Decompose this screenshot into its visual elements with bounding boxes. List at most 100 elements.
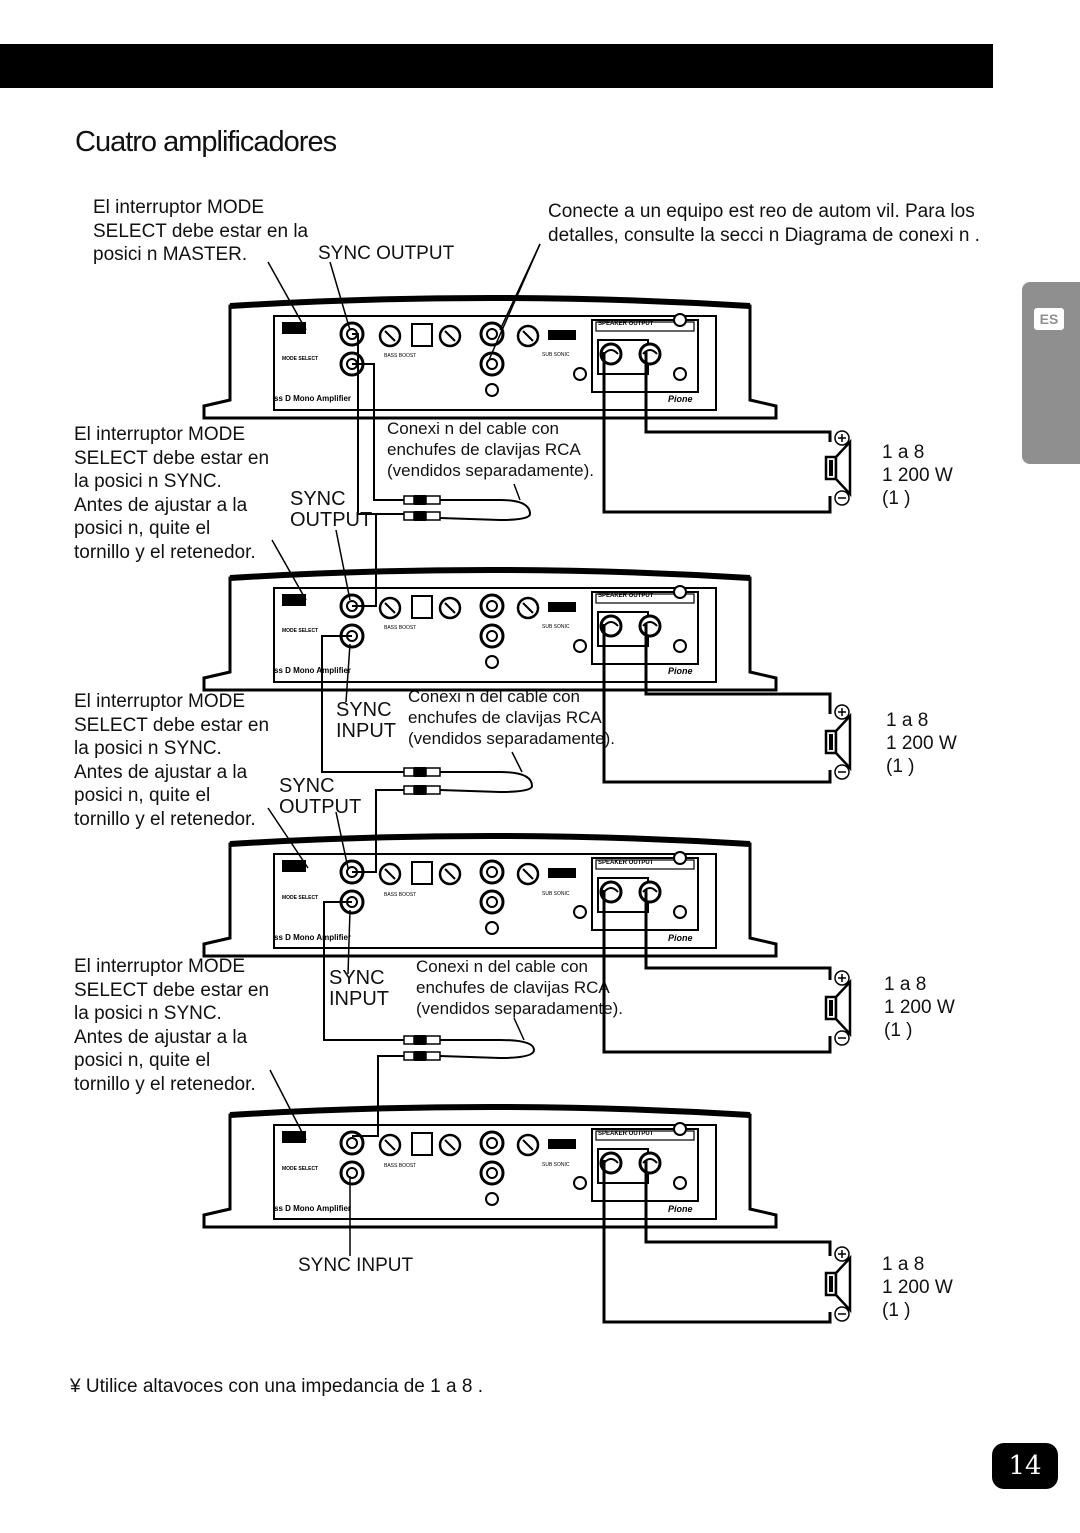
sync-mode-note-3: El interruptor MODE SELECT debe estar en… — [74, 955, 269, 1096]
page-number: 14 — [992, 1443, 1058, 1489]
language-tab-label: ES — [1034, 308, 1064, 330]
amplifier-2: ss D Mono Amplifier Pione SPEAKER OUTPUT… — [204, 570, 776, 690]
spec-line: (1 ) — [886, 756, 915, 777]
rca-cable-note-2: Conexi n del cable con enchufes de clavi… — [408, 686, 615, 749]
label-line: OUTPUT — [290, 509, 373, 531]
amp-brand-label: Pione — [668, 394, 693, 404]
label-line: OUTPUT — [279, 796, 362, 818]
sync-output-label-1: SYNC OUTPUT — [290, 489, 372, 531]
spec-line: 1 a 8 — [882, 442, 925, 463]
note-line: detalles, consulte la secci n Diagrama d… — [548, 224, 980, 246]
callout-lines — [267, 243, 541, 1256]
note-line: Antes de ajustar a la — [74, 761, 248, 783]
spec-line: 1 200 W — [882, 1277, 953, 1298]
note-line: (vendidos separadamente). — [416, 999, 623, 1018]
speaker-spec-1: 1 a 8 1 200 W (1 ) — [882, 441, 953, 510]
amplifier-1: ss D Mono Amplifier Pione SPEAKER OUTPUT… — [204, 298, 776, 418]
language-tab: ES — [1022, 282, 1080, 464]
note-line: El interruptor MODE — [74, 956, 246, 977]
amp-brand-label: Pione — [668, 1204, 693, 1214]
note-line: la posici n SYNC. — [74, 1003, 222, 1024]
spec-line: 1 200 W — [884, 997, 955, 1018]
header-bar — [0, 44, 993, 88]
sync-output-label-top: SYNC OUTPUT — [318, 243, 455, 264]
note-line: posici n, quite el — [74, 1050, 211, 1071]
amp-model-label: ss D Mono Amplifier — [274, 394, 351, 403]
rca-cable-note-3: Conexi n del cable con enchufes de clavi… — [416, 956, 623, 1019]
note-line: la posici n SYNC. — [74, 738, 222, 759]
note-line: posici n MASTER. — [93, 244, 248, 265]
sync-mode-note-1: El interruptor MODE SELECT debe estar en… — [74, 423, 269, 564]
amp-mode-select-label: MODE SELECT — [282, 895, 318, 901]
note-line: enchufes de clavijas RCA — [416, 978, 610, 997]
footnote: ¥ Utilice altavoces con una impedancia d… — [70, 1376, 483, 1397]
amp-speaker-output-label: SPEAKER OUTPUT — [598, 860, 654, 866]
note-line: Conexi n del cable con — [408, 687, 581, 706]
amp-bass-boost-label: BASS BOOST — [384, 892, 416, 898]
note-line: tornillo y el retenedor. — [74, 1073, 256, 1095]
spec-line: (1 ) — [882, 1300, 911, 1321]
amp-brand-label: Pione — [668, 933, 693, 943]
amp-speaker-output-label: SPEAKER OUTPUT — [598, 321, 654, 327]
note-line: (vendidos separadamente). — [408, 729, 615, 748]
note-line: Conecte a un equipo est reo de autom vil… — [548, 201, 975, 222]
note-line: posici n, quite el — [74, 518, 211, 539]
speaker-spec-2: 1 a 8 1 200 W (1 ) — [886, 709, 957, 778]
spec-line: (1 ) — [882, 488, 911, 509]
amp-mode-select-label: MODE SELECT — [282, 628, 318, 634]
label-line: SYNC — [336, 699, 392, 721]
speaker-wires — [602, 352, 832, 1324]
spec-line: (1 ) — [884, 1020, 913, 1041]
amp-model-label: ss D Mono Amplifier — [274, 1204, 351, 1213]
amp-bass-boost-label: BASS BOOST — [384, 1163, 416, 1169]
speaker-2 — [824, 703, 852, 781]
master-mode-note: El interruptor MODE SELECT debe estar en… — [93, 196, 308, 267]
note-line: Conexi n del cable con — [416, 957, 589, 976]
note-line: tornillo y el retenedor. — [74, 541, 256, 563]
note-line: SELECT debe estar en — [74, 714, 270, 736]
speaker-1 — [824, 429, 852, 507]
note-line: posici n, quite el — [74, 785, 211, 806]
label-line: INPUT — [329, 988, 389, 1010]
sync-cables — [321, 333, 536, 1137]
label-line: SYNC — [279, 775, 335, 797]
amp-brand-label: Pione — [668, 666, 693, 676]
sync-input-label-2: SYNC INPUT — [336, 700, 396, 742]
stereo-connect-note: Conecte a un equipo est reo de autom vil… — [548, 200, 980, 247]
speaker-4 — [824, 1245, 852, 1323]
amp-sub-sonic-label: SUB SONIC — [542, 1162, 570, 1168]
note-line: SELECT debe estar en la — [93, 220, 309, 242]
label-line: SYNC — [329, 967, 385, 989]
amp-sub-sonic-label: SUB SONIC — [542, 352, 570, 358]
note-line: la posici n SYNC. — [74, 471, 222, 492]
note-line: El interruptor MODE — [93, 197, 265, 218]
sync-input-label-bottom: SYNC INPUT — [298, 1255, 414, 1276]
spec-line: 1 a 8 — [882, 1254, 925, 1275]
amp-mode-select-label: MODE SELECT — [282, 356, 318, 362]
note-line: enchufes de clavijas RCA — [408, 708, 602, 727]
spec-line: 1 a 8 — [886, 710, 929, 731]
amp-speaker-output-label: SPEAKER OUTPUT — [598, 1131, 654, 1137]
note-line: SELECT debe estar en — [74, 979, 270, 1001]
spec-line: 1 200 W — [886, 733, 957, 754]
sync-mode-note-2: El interruptor MODE SELECT debe estar en… — [74, 690, 269, 831]
amp-bass-boost-label: BASS BOOST — [384, 625, 416, 631]
note-line: tornillo y el retenedor. — [74, 808, 256, 830]
spec-line: 1 200 W — [882, 465, 953, 486]
rca-cable-note-1: Conexi n del cable con enchufes de clavi… — [387, 418, 594, 481]
speaker-spec-4: 1 a 8 1 200 W (1 ) — [882, 1253, 953, 1322]
sync-input-label-3: SYNC INPUT — [329, 968, 389, 1010]
amp-sub-sonic-label: SUB SONIC — [542, 624, 570, 630]
label-line: INPUT — [336, 720, 396, 742]
amp-model-label: ss D Mono Amplifier — [274, 666, 351, 675]
spec-line: 1 a 8 — [884, 974, 927, 995]
note-line: El interruptor MODE — [74, 691, 246, 712]
amplifier-3: ss D Mono Amplifier Pione SPEAKER OUTPUT… — [204, 836, 776, 956]
note-line: Antes de ajustar a la — [74, 1026, 248, 1048]
amp-speaker-output-label: SPEAKER OUTPUT — [598, 593, 654, 599]
amp-sub-sonic-label: SUB SONIC — [542, 891, 570, 897]
label-line: SYNC — [290, 488, 346, 510]
amp-mode-select-label: MODE SELECT — [282, 1166, 318, 1172]
amp-model-label: ss D Mono Amplifier — [274, 933, 351, 942]
